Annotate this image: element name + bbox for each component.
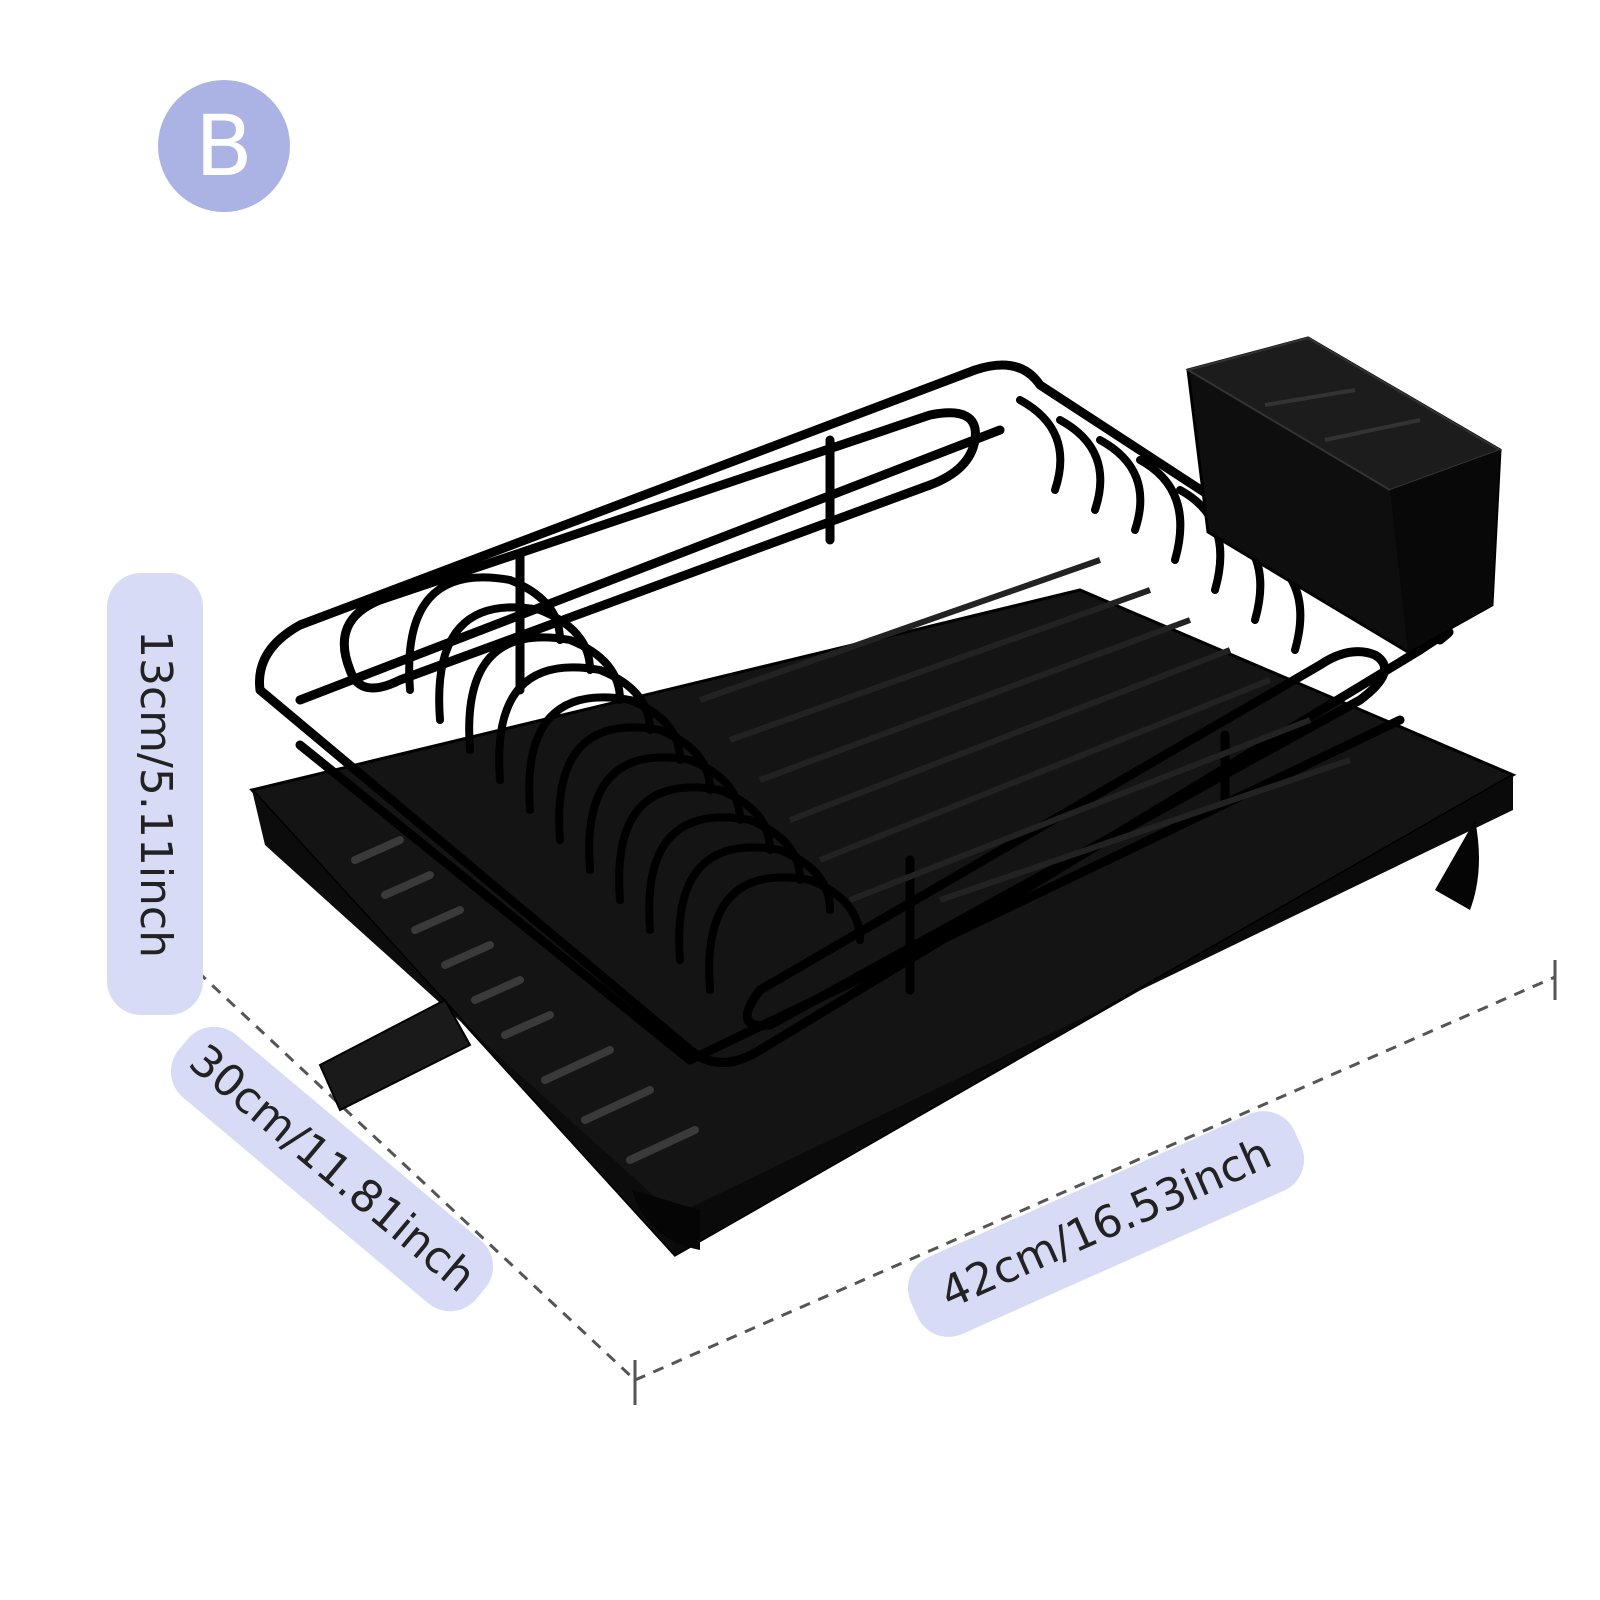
height-dimension-label: 13cm/5.11inch bbox=[107, 573, 203, 1015]
drain-spout bbox=[318, 998, 472, 1112]
wire-basket bbox=[255, 360, 1454, 1067]
basket-handle-left bbox=[339, 408, 980, 693]
dish-rack bbox=[249, 336, 1517, 1257]
variant-badge: B bbox=[158, 80, 290, 212]
basket-bottom-rim bbox=[295, 715, 1405, 1065]
floor-wires bbox=[699, 557, 1351, 903]
tray-ridges bbox=[351, 836, 699, 1164]
basket-top-rim-front bbox=[255, 627, 1454, 1067]
drain-tray-side-face bbox=[675, 775, 1513, 1255]
length-dimension-line bbox=[634, 975, 1556, 1382]
basket-handle-right bbox=[742, 647, 1389, 1031]
utensil-holder bbox=[1185, 336, 1503, 654]
basket-back-rail bbox=[295, 425, 1005, 705]
tray-foot-right bbox=[1435, 820, 1479, 910]
plate-slots bbox=[405, 573, 864, 994]
tray-foot-left bbox=[632, 1190, 700, 1250]
drain-tray-front-face bbox=[252, 790, 675, 1255]
basket-top-rim-back bbox=[255, 360, 1405, 695]
depth-dimension-line bbox=[181, 956, 637, 1382]
utensil-divider-1 bbox=[1264, 388, 1356, 407]
utensil-divider-2 bbox=[1324, 418, 1421, 442]
utensil-holder-front bbox=[1390, 450, 1500, 652]
